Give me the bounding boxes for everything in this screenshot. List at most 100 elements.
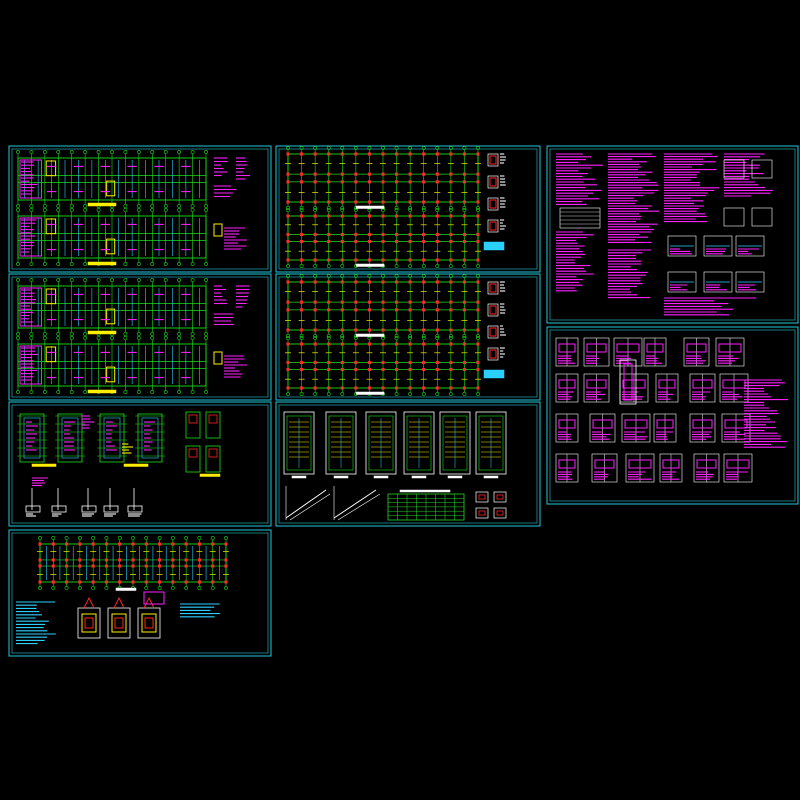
axis-bubble	[16, 208, 20, 212]
note-text-block	[500, 281, 506, 292]
column-section-outline	[487, 325, 499, 339]
column-section	[487, 175, 506, 189]
stair-node-detail	[493, 491, 507, 503]
column-mark	[422, 258, 426, 262]
column-mark	[408, 328, 412, 332]
column-mark	[367, 328, 371, 332]
beam-joint-detail	[735, 271, 765, 293]
note-text-block	[586, 355, 600, 364]
column-mark	[171, 558, 175, 562]
column-section-rebar	[489, 177, 497, 187]
axis-bubble	[163, 278, 168, 282]
column-mark	[104, 564, 108, 568]
column-mark	[286, 342, 290, 346]
note-text-block	[718, 355, 739, 364]
note-text-block	[236, 157, 250, 180]
axis-bubble	[123, 204, 128, 208]
axis-bubble	[394, 206, 399, 210]
column-mark	[327, 328, 331, 332]
axis-bubble	[42, 150, 47, 154]
stair-outline	[365, 411, 397, 475]
table-title-bar	[399, 489, 451, 493]
note-text-block	[722, 391, 743, 400]
axis-bubble	[190, 150, 195, 154]
column-mark	[408, 180, 412, 184]
axis-bubble	[29, 150, 34, 154]
axis-bubble	[83, 262, 88, 266]
column-mark	[408, 300, 412, 304]
column-mark	[300, 280, 304, 284]
column-mark	[354, 280, 358, 284]
note-text-block	[558, 355, 576, 364]
column-mark	[184, 580, 188, 584]
drawing-title-bar	[87, 389, 117, 394]
node-rebar	[208, 448, 218, 458]
note-text-block	[500, 219, 506, 230]
column-mark	[449, 152, 453, 156]
column-mark	[327, 308, 331, 312]
axis-bubble	[136, 390, 141, 394]
axis-bubble	[435, 206, 440, 210]
note-text-block	[706, 248, 727, 255]
axis-bubble	[42, 262, 47, 266]
sheet-inner-border	[278, 148, 538, 270]
column-mark	[408, 367, 412, 372]
stair-plan	[475, 411, 507, 479]
joint-outline	[703, 235, 733, 257]
column-mark	[354, 172, 358, 176]
node-rebar	[188, 448, 198, 458]
column-mark	[313, 180, 317, 184]
floor-plan	[16, 208, 208, 266]
axis-bubble	[286, 208, 290, 212]
note-text-block	[646, 355, 663, 364]
column-mark	[327, 200, 331, 204]
note-text-block	[224, 227, 248, 250]
node-rebar-box	[692, 419, 713, 429]
notes-table	[559, 207, 601, 229]
column-mark	[462, 180, 466, 184]
column-section-rebar	[489, 349, 497, 359]
axis-bubble	[56, 336, 61, 340]
note-text-block	[224, 355, 248, 378]
footing-base	[25, 505, 41, 513]
note-text-block	[26, 513, 36, 517]
axis-bubble	[177, 204, 182, 208]
column-mark	[449, 239, 453, 244]
axis-bubble	[177, 262, 182, 266]
note-text-block	[64, 421, 76, 451]
node-detail	[205, 411, 221, 439]
column-mark	[327, 386, 331, 390]
axis-bubble	[197, 586, 202, 590]
note-text-block	[594, 471, 609, 480]
note-text-block	[592, 431, 611, 440]
note-text-block	[21, 219, 37, 253]
column-mark	[381, 214, 385, 218]
axis-bubble	[123, 150, 128, 154]
column-mark	[327, 232, 331, 237]
axis-bubble	[326, 334, 331, 338]
column-mark	[38, 580, 42, 584]
column-mark	[381, 172, 385, 176]
column-mark	[462, 200, 466, 204]
column-mark	[462, 258, 466, 262]
axis-bubble	[29, 336, 34, 340]
highlight-box	[45, 160, 57, 177]
axis-bubble	[408, 208, 413, 212]
column-mark	[300, 232, 304, 237]
column-section	[487, 153, 506, 167]
note-text-block	[500, 325, 506, 336]
axis-bubble	[326, 264, 331, 268]
axis-bubble	[299, 264, 304, 268]
column-mark	[381, 200, 385, 204]
column-section-rebar	[489, 305, 497, 315]
column-mark	[449, 258, 453, 262]
axis-bubble	[448, 206, 453, 210]
axis-bubble	[448, 208, 453, 212]
column-mark	[286, 328, 290, 332]
column-section	[487, 281, 506, 295]
sheet-inner-border	[11, 532, 269, 654]
axis-bubble	[177, 390, 182, 394]
axis-bubble	[69, 208, 74, 212]
